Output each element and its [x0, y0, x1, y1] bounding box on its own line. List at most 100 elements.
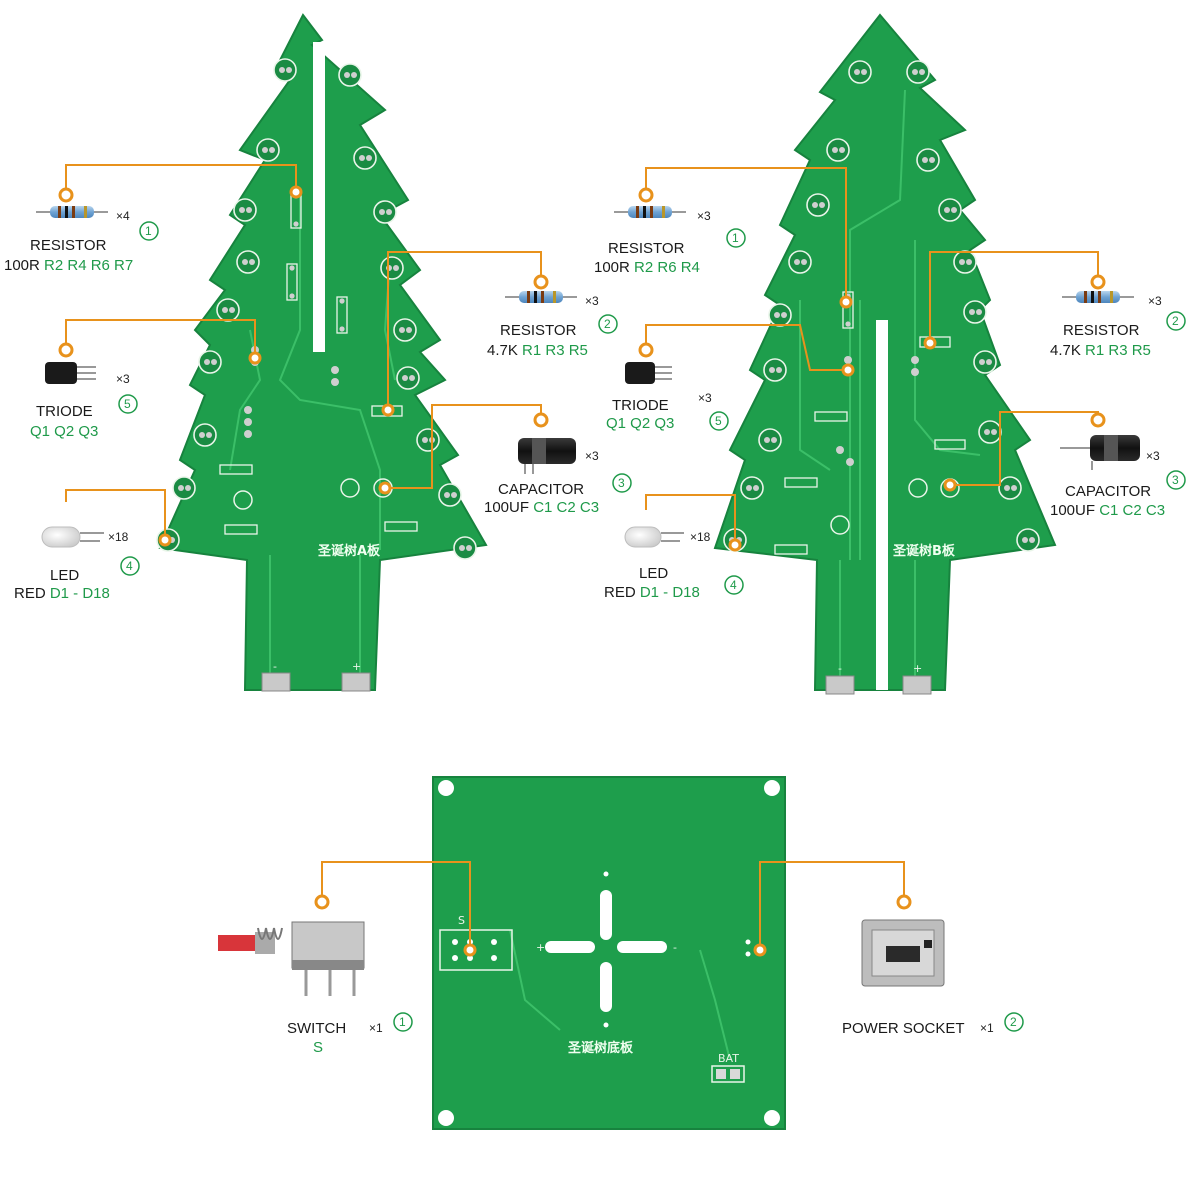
svg-text:RED D1 - D18: RED D1 - D18 — [14, 585, 110, 602]
callout-qty: ×3 — [698, 391, 712, 405]
callout-qty: ×1 — [369, 1021, 383, 1035]
callout-spec: RED — [14, 585, 46, 602]
callout-spec: 4.7K — [487, 342, 518, 359]
base-board-leaders — [321, 861, 905, 950]
usb-socket-icon — [861, 919, 945, 987]
capacitor-icon — [1060, 435, 1140, 470]
callout-qty: ×18 — [108, 530, 129, 544]
board-b-leader-dots — [638, 187, 1106, 552]
board-b-callout-resistor-4k7: ×3 2 RESISTOR 4.7K R1 R3 R5 — [1050, 294, 1186, 359]
base-board: S + - 圣诞树底板 BAT — [432, 776, 786, 1130]
callout-name: RESISTOR — [500, 322, 577, 339]
svg-text:100UF C1 C2 C3: 100UF C1 C2 C3 — [1050, 502, 1165, 519]
callout-spec: 100UF — [484, 499, 529, 516]
resistor-icon — [1061, 290, 1135, 304]
svg-text:RED D1 - D18: RED D1 - D18 — [604, 584, 700, 601]
board-a-callout-capacitor: ×3 3 CAPACITOR 100UF C1 C2 C3 — [484, 449, 632, 516]
callout-name: POWER SOCKET — [842, 1020, 965, 1037]
board-b-callout-led: ×18 4 LED RED D1 - D18 — [604, 530, 744, 601]
board-b-minus-label: - — [838, 662, 842, 675]
svg-text:4.7K R1 R3 R5: 4.7K R1 R3 R5 — [487, 342, 588, 359]
board-a-plus-label: + — [352, 660, 361, 673]
board-a-slot — [313, 42, 325, 352]
board-a-leaders — [65, 164, 542, 538]
tree-board-a: 圣诞树A板 - + — [156, 13, 488, 692]
callout-refs: Q1 Q2 Q3 — [30, 423, 98, 440]
base-switch-silk: S — [458, 914, 465, 927]
transistor-icon — [45, 362, 96, 384]
callout-qty: ×4 — [116, 209, 130, 223]
led-icon — [624, 526, 684, 548]
callout-name: CAPACITOR — [498, 481, 584, 498]
callout-name: CAPACITOR — [1065, 483, 1151, 500]
callout-index: 5 — [124, 397, 131, 411]
callout-refs: Q1 Q2 Q3 — [606, 415, 674, 432]
callout-name: RESISTOR — [30, 237, 107, 254]
callout-refs: R1 R3 R5 — [1085, 342, 1151, 359]
callout-index: 5 — [715, 414, 722, 428]
callout-index: 3 — [618, 476, 625, 490]
callout-spec: 4.7K — [1050, 342, 1081, 359]
base-board-traces — [509, 929, 731, 1061]
callout-refs: R1 R3 R5 — [522, 342, 588, 359]
board-a-minus-label: - — [273, 660, 277, 673]
board-a-callout-resistor-100r: ×4 1 RESISTOR 100R R2 R4 R6 R7 — [4, 209, 159, 274]
board-b-callout-capacitor: ×3 3 CAPACITOR 100UF C1 C2 C3 — [1050, 449, 1186, 519]
board-b-callout-resistor-100r: ×3 1 RESISTOR 100R R2 R6 R4 — [594, 209, 746, 276]
base-board-pcb — [432, 776, 786, 1130]
resistor-icon — [504, 290, 578, 304]
base-board-leader-dots — [314, 894, 912, 957]
callout-qty: ×3 — [116, 372, 130, 386]
callout-name: RESISTOR — [1063, 322, 1140, 339]
callout-spec: 100R — [4, 257, 40, 274]
svg-text:100R R2 R6 R4: 100R R2 R6 R4 — [594, 259, 700, 276]
base-bat-silk: BAT — [718, 1052, 739, 1065]
board-a-callout-triode: ×3 5 TRIODE Q1 Q2 Q3 — [30, 372, 138, 440]
callout-index: 4 — [730, 578, 737, 592]
callout-qty: ×3 — [1146, 449, 1160, 463]
callout-refs: R2 R4 R6 R7 — [44, 257, 133, 274]
callout-qty: ×3 — [697, 209, 711, 223]
callout-index: 2 — [1172, 314, 1179, 328]
callout-spec: 100UF — [1050, 502, 1095, 519]
callout-spec: 100R — [594, 259, 630, 276]
callout-refs: D1 - D18 — [640, 584, 700, 601]
callout-index: 4 — [126, 559, 133, 573]
board-b-plus-label: + — [913, 662, 922, 675]
base-plus-silk: + — [536, 941, 545, 954]
svg-text:4.7K R1 R3 R5: 4.7K R1 R3 R5 — [1050, 342, 1151, 359]
callout-refs: S — [313, 1039, 323, 1056]
board-b-slot — [876, 320, 888, 690]
board-a-silk-title: 圣诞树A板 — [318, 543, 381, 559]
callout-name: RESISTOR — [608, 240, 685, 257]
callout-name: TRIODE — [36, 403, 93, 420]
callout-refs: D1 - D18 — [50, 585, 110, 602]
callout-qty: ×18 — [690, 530, 711, 544]
base-minus-silk: - — [673, 941, 677, 954]
callout-qty: ×3 — [585, 294, 599, 308]
base-silk-title: 圣诞树底板 — [568, 1040, 634, 1056]
switch-pads — [452, 939, 751, 961]
callout-index: 1 — [145, 224, 152, 238]
callout-index: 2 — [604, 317, 611, 331]
callout-index: 2 — [1010, 1015, 1017, 1029]
board-b-traces — [799, 89, 981, 680]
callout-qty: ×3 — [1148, 294, 1162, 308]
board-b-callout-triode: ×3 5 TRIODE Q1 Q2 Q3 — [606, 391, 729, 432]
capacitor-icon — [518, 438, 576, 474]
led-icon — [41, 526, 104, 548]
resistor-icon — [35, 205, 109, 219]
callout-name: TRIODE — [612, 397, 669, 414]
board-a-callout-led: ×18 4 LED RED D1 - D18 — [14, 530, 140, 602]
callout-index: 1 — [732, 231, 739, 245]
callout-name: LED — [50, 567, 79, 584]
callout-refs: C1 C2 C3 — [533, 499, 599, 516]
push-switch-icon — [218, 921, 365, 996]
board-a-leader-dots — [58, 185, 549, 547]
board-a-callout-resistor-4k7: ×3 2 RESISTOR 4.7K R1 R3 R5 — [487, 294, 618, 359]
base-callout-power-socket: POWER SOCKET ×1 2 — [842, 1012, 1024, 1037]
callout-refs: R2 R6 R4 — [634, 259, 700, 276]
callout-qty: ×1 — [980, 1021, 994, 1035]
resistor-icon — [613, 205, 687, 219]
